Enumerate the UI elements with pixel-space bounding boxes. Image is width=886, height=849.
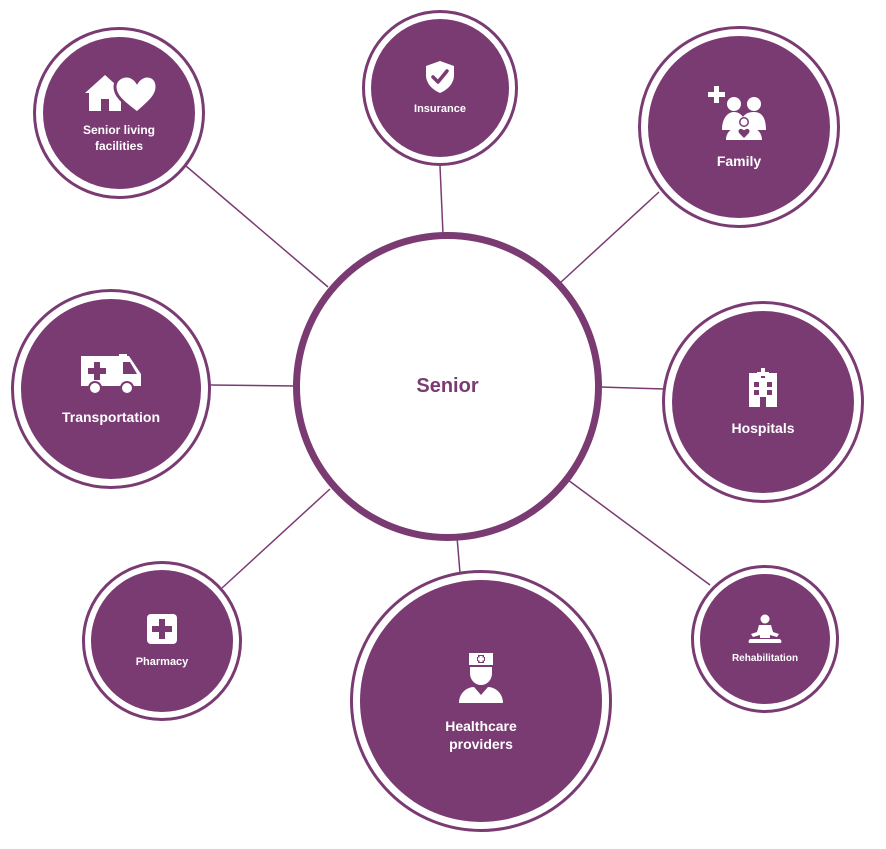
connector-senior-living — [185, 165, 329, 288]
meditation-person-icon — [748, 614, 782, 643]
node-label-rehabilitation: Rehabilitation — [731, 652, 799, 664]
connector-family — [559, 191, 660, 284]
ambulance-icon — [81, 353, 141, 395]
node-pharmacy: Pharmacy — [82, 561, 242, 721]
center-node-senior: Senior — [293, 232, 602, 541]
node-label-senior-living: Senior living facilities — [82, 123, 155, 153]
node-insurance: Insurance — [362, 10, 518, 166]
hospital-building-icon — [749, 367, 777, 407]
node-label-healthcare-providers: Healthcare providers — [445, 717, 517, 752]
doctor-icon — [459, 652, 503, 703]
node-label-pharmacy: Pharmacy — [135, 655, 189, 668]
node-healthcare-providers: Healthcare providers — [350, 570, 612, 832]
medical-cross-icon — [147, 613, 177, 644]
shield-check-icon — [426, 60, 454, 93]
node-label-insurance: Insurance — [414, 102, 466, 115]
node-label-transportation: Transportation — [61, 408, 160, 425]
node-transportation: Transportation — [11, 289, 211, 489]
connector-insurance — [439, 165, 444, 235]
connector-pharmacy — [221, 488, 331, 589]
family-icon — [708, 85, 766, 140]
house-heart-icon — [85, 74, 157, 116]
node-label-hospitals: Hospitals — [731, 419, 795, 436]
connector-healthcare — [456, 536, 461, 574]
connector-rehabilitation — [567, 479, 711, 586]
center-label: Senior — [416, 375, 479, 397]
node-label-family: Family — [716, 152, 762, 169]
connector-transportation — [209, 384, 297, 387]
node-rehabilitation: Rehabilitation — [691, 565, 839, 713]
connector-hospitals — [599, 386, 666, 390]
node-hospitals: Hospitals — [662, 301, 864, 503]
node-family: Family — [638, 26, 840, 228]
node-senior-living: Senior living facilities — [33, 27, 205, 199]
